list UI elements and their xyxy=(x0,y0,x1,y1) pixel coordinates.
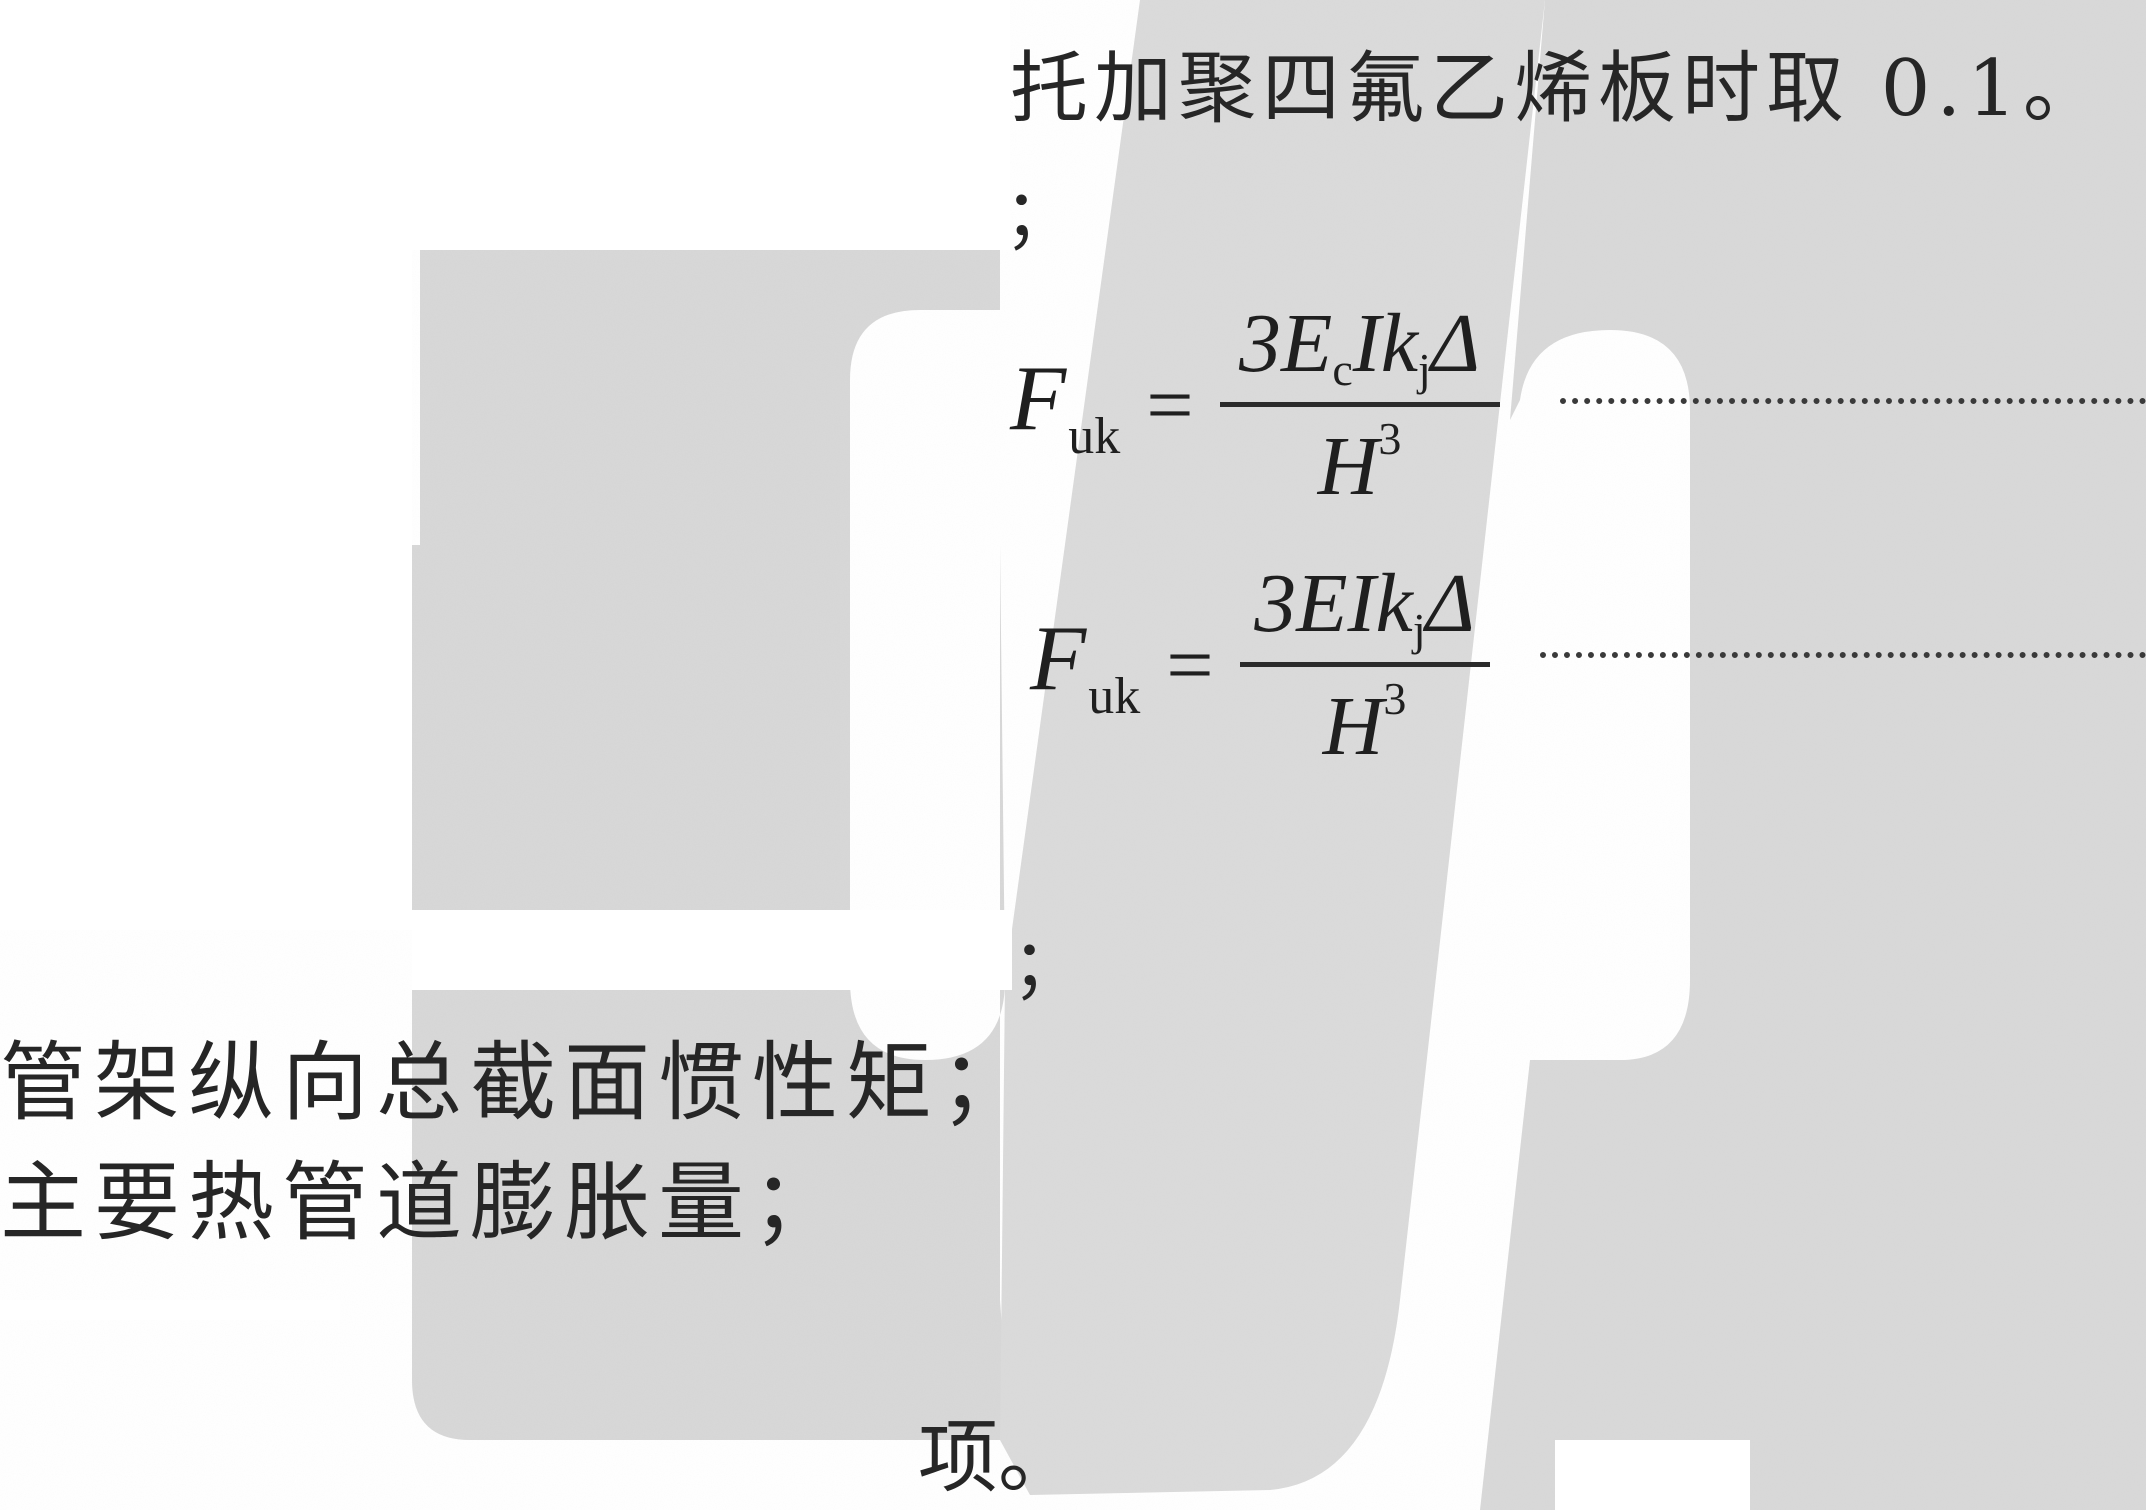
formula-1-lhs: Fuk xyxy=(1010,347,1121,466)
formula-1-fraction-bar xyxy=(1219,402,1500,408)
formula-1-leader-dots xyxy=(1560,398,2146,404)
mask-mid-left xyxy=(412,910,1012,990)
mask-bottom-right xyxy=(1555,1440,1750,1510)
semicolon-lower: ； xyxy=(1012,924,1082,1006)
mask-top-left xyxy=(0,0,1010,250)
top-text-line: 托加聚四氟乙烯板时取 0.1。 xyxy=(1010,44,2107,134)
mask-bottom-left xyxy=(0,1300,340,1320)
formula-2: Fuk = 3EIkjΔ H3 xyxy=(1030,557,1490,774)
formula-1: Fuk = 3EcIkjΔ H3 xyxy=(1010,297,1500,514)
formula-2-fraction-bar xyxy=(1239,662,1490,668)
semicolon-upper: ； xyxy=(1004,174,1074,256)
formula-2-fraction: 3EIkjΔ H3 xyxy=(1239,557,1490,774)
expansion-definition-line: 主要热管道膨胀量； xyxy=(0,1153,846,1253)
formula-2-denominator: H3 xyxy=(1322,673,1407,774)
formula-1-numerator: 3EcIkjΔ xyxy=(1239,297,1481,395)
mask-left-strip xyxy=(0,250,412,930)
bottom-text-fragment: 项。 xyxy=(918,1411,1078,1504)
formula-2-lhs: Fuk xyxy=(1030,607,1141,726)
formula-2-leader-dots xyxy=(1540,652,2146,658)
formula-2-numerator: 3EIkjΔ xyxy=(1254,557,1475,655)
formula-1-denominator: H3 xyxy=(1317,413,1402,514)
formula-1-equals: = xyxy=(1146,359,1194,453)
inertia-definition-line: 管架纵向总截面惯性矩； xyxy=(0,1033,1034,1133)
formula-1-fraction: 3EcIkjΔ H3 xyxy=(1219,297,1500,514)
white-masks xyxy=(0,0,1750,1510)
formula-2-equals: = xyxy=(1166,619,1214,713)
